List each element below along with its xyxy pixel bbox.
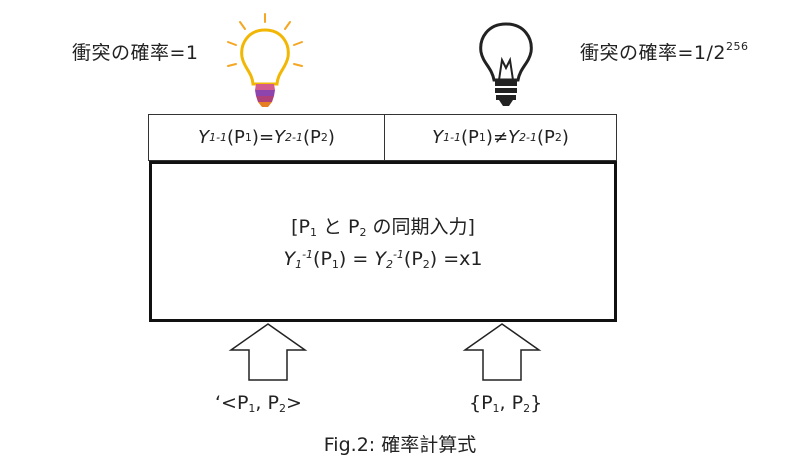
up-arrow-right	[462, 323, 542, 381]
up-arrow-left	[228, 323, 308, 381]
main-box-title: [P1 と P2 の同期入力]	[291, 216, 475, 239]
exponent: 256	[726, 40, 749, 53]
synchronous-input-box: [P1 と P2 の同期入力] Y1-1(P1) = Y2-1(P2) =x1	[149, 161, 617, 322]
collision-probability-left-label: 衝突の確率=1	[72, 42, 199, 64]
main-box-equation: Y1-1(P1) = Y2-1(P2) =x1	[283, 248, 483, 271]
lit-lightbulb-icon	[227, 13, 303, 107]
unlit-lightbulb-icon	[479, 22, 533, 106]
figure-caption: Fig.2: 確率計算式	[323, 434, 477, 456]
collision-probability-right-label: 衝突の確率=1/2256	[580, 40, 749, 64]
input-pair-left: ‘<P1, P2>	[215, 392, 302, 415]
input-pair-right: {P1, P2}	[469, 392, 543, 415]
